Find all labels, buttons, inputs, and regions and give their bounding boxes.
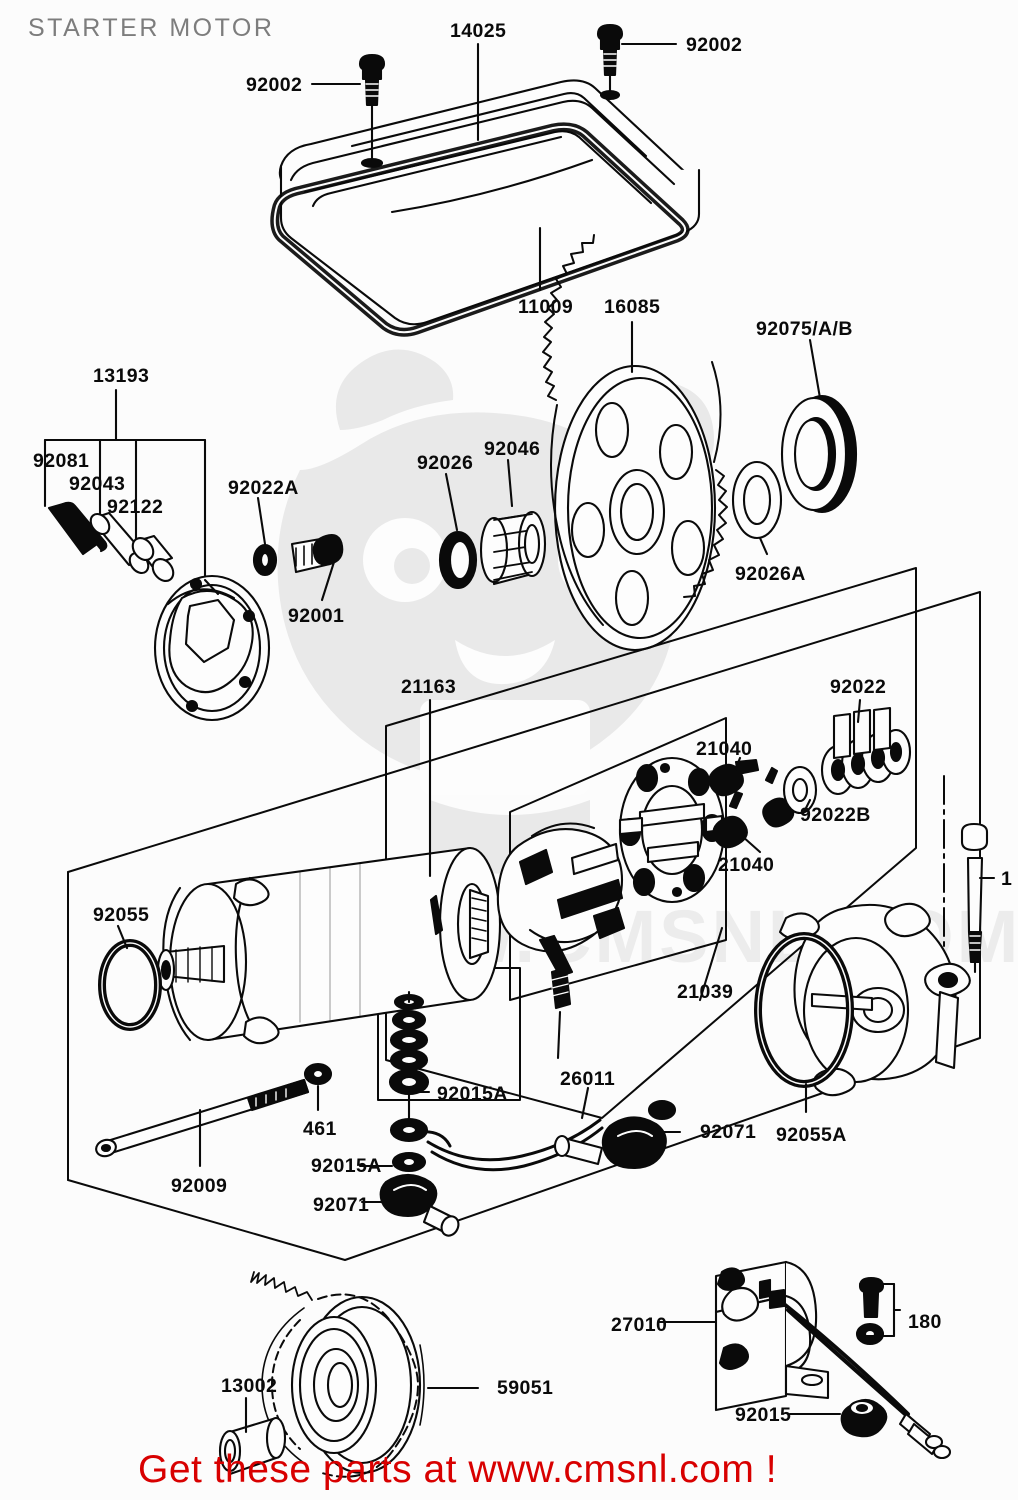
part-label-21039: 21039 [677,981,734,1003]
part-label-27010: 27010 [611,1314,668,1336]
part-label-21163: 21163 [401,676,457,698]
part-connector-92071-right [553,1099,677,1170]
part-label-16085: 16085 [604,296,661,318]
part-washer-92022B [782,765,818,815]
part-label-92009: 92009 [171,1175,228,1197]
part-label-180: 180 [908,1311,942,1333]
part-washer-461 [303,1062,333,1086]
part-bolt-92001 [290,534,344,574]
part-oring-92055 [98,939,162,1031]
part-label-461: 461 [303,1118,337,1140]
part-washer-92026A [731,460,783,540]
part-92022-stack [820,706,912,796]
part-label-1: 1 [1001,868,1013,890]
leader-13193-rotor [203,578,220,596]
leader-92075 [808,338,822,400]
part-label-92081: 92081 [33,450,90,472]
part-washer-92022A [252,543,278,577]
part-label-92001: 92001 [288,605,345,627]
part-label-92071-right: 92071 [700,1121,757,1143]
part-label-92015A-lower: 92015A [311,1155,382,1177]
part-label-13193: 13193 [93,365,150,387]
part-motor-body-21163 [156,846,502,1045]
part-terminal-stack [388,990,430,1124]
part-label-92071-left: 92071 [313,1194,370,1216]
leader-92022B [802,798,812,814]
part-label-92026A: 92026A [735,563,806,585]
part-21040-lower [712,766,795,849]
part-idler-gear-59051 [250,1271,425,1478]
part-oring-92055A [754,932,854,1088]
part-label-59051: 59051 [497,1377,554,1399]
part-label-92055A: 92055A [776,1124,847,1146]
part-label-11009: 11009 [518,296,574,318]
part-relay-27010 [714,1260,952,1460]
part-bushing-13002 [218,1416,287,1476]
part-label-26011: 26011 [560,1068,616,1090]
part-label-92043: 92043 [69,473,126,495]
part-brush-holder [496,822,626,1060]
part-label-13002: 13002 [221,1375,278,1397]
part-label-92002-left: 92002 [246,74,303,96]
part-pin-92081 [47,501,108,556]
part-label-92122: 92122 [107,496,164,518]
part-180-bolt [858,1276,885,1319]
part-screw-92002-right [596,23,624,101]
part-brush-plate-21039 [618,756,726,904]
part-gasket-11009 [270,122,690,337]
leader-26011 [580,1086,590,1120]
part-label-21040-lower: 21040 [718,854,775,876]
part-throughbolt-92009 [95,1078,310,1158]
part-nut-92015 [840,1398,888,1438]
leader-92001 [320,560,336,602]
part-21040-upper [708,758,760,797]
bracket-180 [858,1282,902,1338]
leader-21039 [698,926,724,1002]
part-connector-92071-left [379,1117,460,1237]
leader-92055 [116,924,129,950]
part-180-washer [855,1322,885,1346]
page-title: STARTER MOTOR [28,14,275,42]
part-label-92046: 92046 [484,438,541,460]
part-label-92022A: 92022A [228,477,299,499]
leader-92046 [506,458,514,508]
leader-21040-lower [740,834,762,854]
part-label-14025: 14025 [450,20,507,42]
part-seal-92075 [780,394,858,514]
part-bearing-92046 [479,510,547,586]
part-label-21040-upper: 21040 [696,738,753,760]
part-bolt-1 [960,822,989,974]
leader-92026A [758,536,769,556]
part-label-92015: 92015 [735,1404,792,1426]
part-label-92026: 92026 [417,452,474,474]
part-label-92002-right: 92002 [686,34,743,56]
leader-92022 [856,698,862,724]
part-sleeve-92043 [89,511,150,575]
part-label-92075: 92075/A/B [756,318,853,340]
part-cap-92122 [131,534,175,583]
leader-92026 [444,472,459,532]
promo-watermark: Get these parts at www.cmsnl.com ! [138,1448,778,1491]
part-label-92015A-upper: 92015A [437,1083,508,1105]
part-washer-92026 [438,530,478,590]
bracket-13193 [43,388,207,582]
leader-92022A [256,496,267,546]
leader-21040-upper [730,756,742,780]
part-screw-92002-left [358,53,386,169]
part-label-92055: 92055 [93,904,150,926]
part-rotor-13193 [153,574,271,722]
part-label-92022B: 92022B [800,804,871,826]
part-gear-16085 [542,234,728,652]
part-label-92022: 92022 [830,676,887,698]
